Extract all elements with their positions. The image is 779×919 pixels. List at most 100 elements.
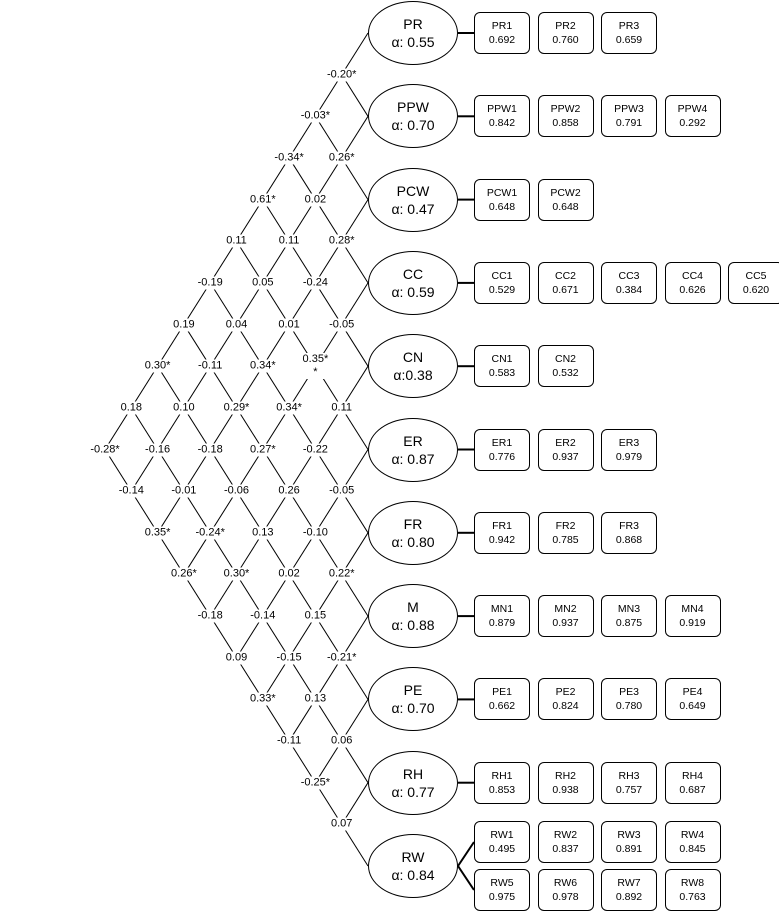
item-name: RW6 [553, 877, 578, 889]
correlation-ppw-fr: 0.04 [224, 318, 249, 332]
correlation-pr-er: 0.11 [225, 234, 248, 248]
correlation-cc-rh: -0.24* [194, 526, 226, 540]
item-loading: 0.659 [615, 34, 643, 46]
construct-label: RW [401, 849, 425, 865]
construct-label: PPW [397, 99, 429, 116]
item-loading: 0.292 [679, 117, 706, 130]
correlation-cc-m: 0.27* [248, 443, 277, 456]
item-loading: 0.648 [552, 200, 579, 213]
item-loading: 0.757 [615, 783, 643, 796]
correlation-m-rw: -0.11 [275, 734, 303, 748]
item-loading: 0.529 [488, 283, 516, 296]
construct-label: PE [403, 682, 423, 699]
correlation-cn-m: 0.26 [277, 484, 301, 498]
item-name: ER3 [618, 436, 640, 449]
item-loading: 0.495 [488, 843, 516, 855]
item-name: CC5 [745, 269, 767, 282]
correlation-pcw-m: 0.29* [222, 401, 251, 415]
item-rw8: RW8 0.763 [664, 869, 721, 911]
item-loading: 0.892 [615, 891, 643, 903]
construct-label: RH [402, 765, 424, 782]
item-name: RH2 [554, 769, 576, 782]
correlation-pcw-fr: 0.34* [248, 359, 277, 373]
item-loading: 0.763 [679, 891, 706, 903]
item-name: RW8 [680, 877, 705, 889]
item-loading: 0.879 [488, 617, 516, 630]
construct-rw: RW α: 0.84 [368, 834, 458, 898]
item-name: CC4 [681, 269, 703, 282]
item-name: MN1 [490, 603, 514, 616]
item-loading: 0.760 [552, 34, 579, 46]
item-loading: 0.648 [488, 200, 516, 213]
construct-alpha: α: 0.88 [391, 617, 435, 634]
item-loading: 0.978 [552, 891, 579, 903]
item-loading: 0.662 [488, 700, 516, 713]
correlation-cc-pe: -0.06 [222, 484, 251, 498]
item-loading: 0.791 [615, 117, 643, 130]
construct-alpha: α: 0.84 [391, 867, 435, 883]
item-name: FR3 [619, 519, 639, 532]
item-loading: 0.780 [615, 700, 643, 713]
correlation-cc-cn: -0.05 [328, 318, 356, 332]
item-loading: 0.853 [488, 783, 516, 796]
correlation-cn-pe: 0.13 [251, 526, 275, 540]
correlation-m-rh: 0.13 [303, 692, 328, 706]
correlation-ppw-pcw: 0.26* [327, 151, 356, 165]
correlation-ppw-pe: 0.10 [172, 401, 196, 415]
item-name: FR2 [555, 519, 576, 532]
item-name: PE2 [555, 686, 576, 699]
item-name: RW3 [617, 829, 641, 841]
correlation-cc-fr: 0.34* [275, 401, 303, 415]
item-loading: 0.842 [488, 117, 516, 130]
item-loading: 0.687 [679, 783, 706, 796]
item-name: RW4 [680, 829, 705, 841]
loading-connector [457, 865, 475, 891]
item-loading: 0.845 [679, 843, 706, 855]
item-name: RH4 [681, 769, 703, 782]
correlation-pcw-rh: -0.01 [170, 484, 198, 498]
construct-label: FR [403, 515, 423, 532]
correlation-pcw-cn: -0.24 [301, 276, 329, 290]
correlation-pr-cn: 0.61* [248, 193, 277, 207]
correlation-m-pe: -0.21* [326, 651, 358, 665]
item-name: MN2 [554, 603, 577, 616]
correlation-rh-rw: 0.07 [329, 817, 354, 831]
item-name: CC2 [554, 269, 576, 282]
item-name: PPW3 [614, 103, 644, 116]
item-name: PPW4 [677, 103, 708, 116]
construct-alpha: α: 0.77 [391, 783, 435, 800]
correlation-pr-ppw: -0.20* [326, 68, 358, 82]
correlation-ppw-m: -0.11 [197, 359, 224, 373]
correlation-fr-rw: 0.33* [248, 692, 277, 706]
item-name: PPW1 [487, 103, 517, 116]
item-name: ER1 [491, 436, 513, 449]
item-rw4: RW4 0.845 [664, 821, 721, 863]
construct-alpha: α: 0.87 [391, 450, 435, 467]
item-loading: 0.824 [552, 700, 579, 713]
correlation-pr-rw: -0.28* [89, 443, 121, 456]
item-loading: 0.975 [488, 891, 516, 903]
lattice-line-down [341, 782, 369, 825]
item-loading: 0.858 [552, 117, 579, 130]
correlation-er-rw: 0.09 [224, 651, 249, 665]
correlation-ppw-rh: -0.16 [144, 443, 172, 456]
